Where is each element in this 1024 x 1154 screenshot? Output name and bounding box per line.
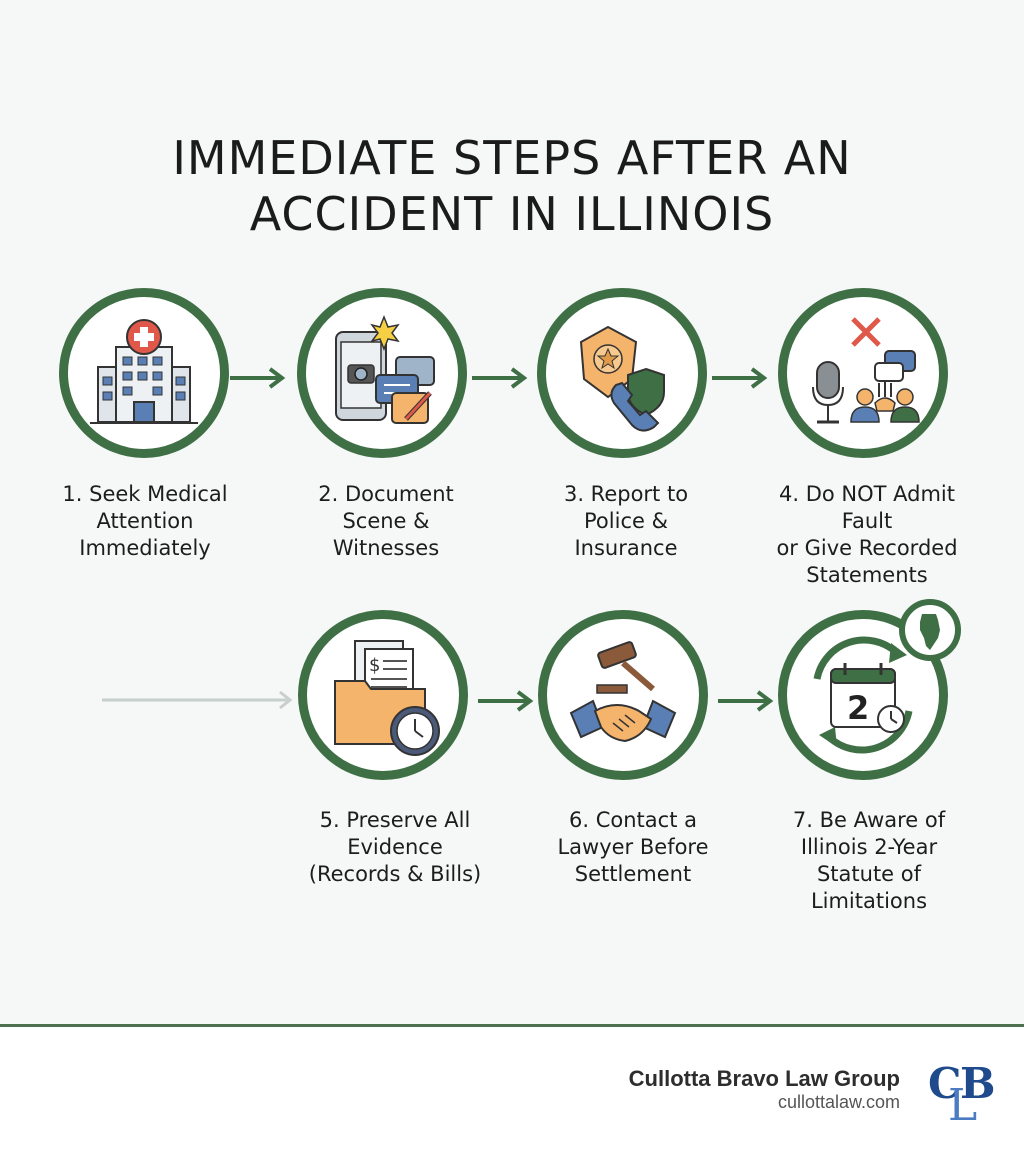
calendar-illinois-icon: 2 <box>813 636 913 754</box>
arrow-3-4 <box>712 367 768 389</box>
footer-divider <box>0 1024 1024 1027</box>
arrow-1-2 <box>230 367 286 389</box>
gavel-handshake-icon <box>569 641 677 743</box>
footer <box>0 1027 1024 1154</box>
arrow-2-3 <box>472 367 528 389</box>
step-6-circle <box>538 610 708 780</box>
folder-documents-clock-icon: $ <box>334 640 440 756</box>
step-5-circle: $ <box>298 610 468 780</box>
step-4-circle <box>778 288 948 458</box>
arrow-row-continue <box>102 690 293 710</box>
calendar-number: 2 <box>847 689 869 727</box>
arrow-5-6 <box>478 690 534 712</box>
logo-letter-b: B <box>960 1059 996 1108</box>
no-recording-icon <box>812 317 920 424</box>
svg-text:$: $ <box>369 655 380 676</box>
step-2-circle <box>297 288 467 458</box>
logo-letter-c: C <box>928 1059 961 1108</box>
police-badge-phone-shield-icon <box>579 325 665 432</box>
arrow-6-7 <box>718 690 774 712</box>
phone-camera-chat-icon <box>335 314 435 424</box>
step-7-circle: 2 <box>778 610 948 780</box>
hospital-icon <box>90 319 198 424</box>
firm-logo-icon: C L B <box>928 1059 996 1130</box>
firm-url-link[interactable]: cullottalaw.com <box>777 1092 900 1112</box>
step-3-circle <box>537 288 707 458</box>
step-1-circle <box>59 288 229 458</box>
logo-letter-l: L <box>948 1080 977 1130</box>
illinois-state-icon <box>899 599 961 661</box>
title-line-1: IMMEDIATE STEPS AFTER AN <box>172 131 852 185</box>
firm-name: Cullotta Bravo Law Group <box>628 1066 900 1091</box>
page-title: IMMEDIATE STEPS AFTER AN ACCIDENT IN ILL… <box>0 130 1024 242</box>
title-line-2: ACCIDENT IN ILLINOIS <box>249 187 775 241</box>
